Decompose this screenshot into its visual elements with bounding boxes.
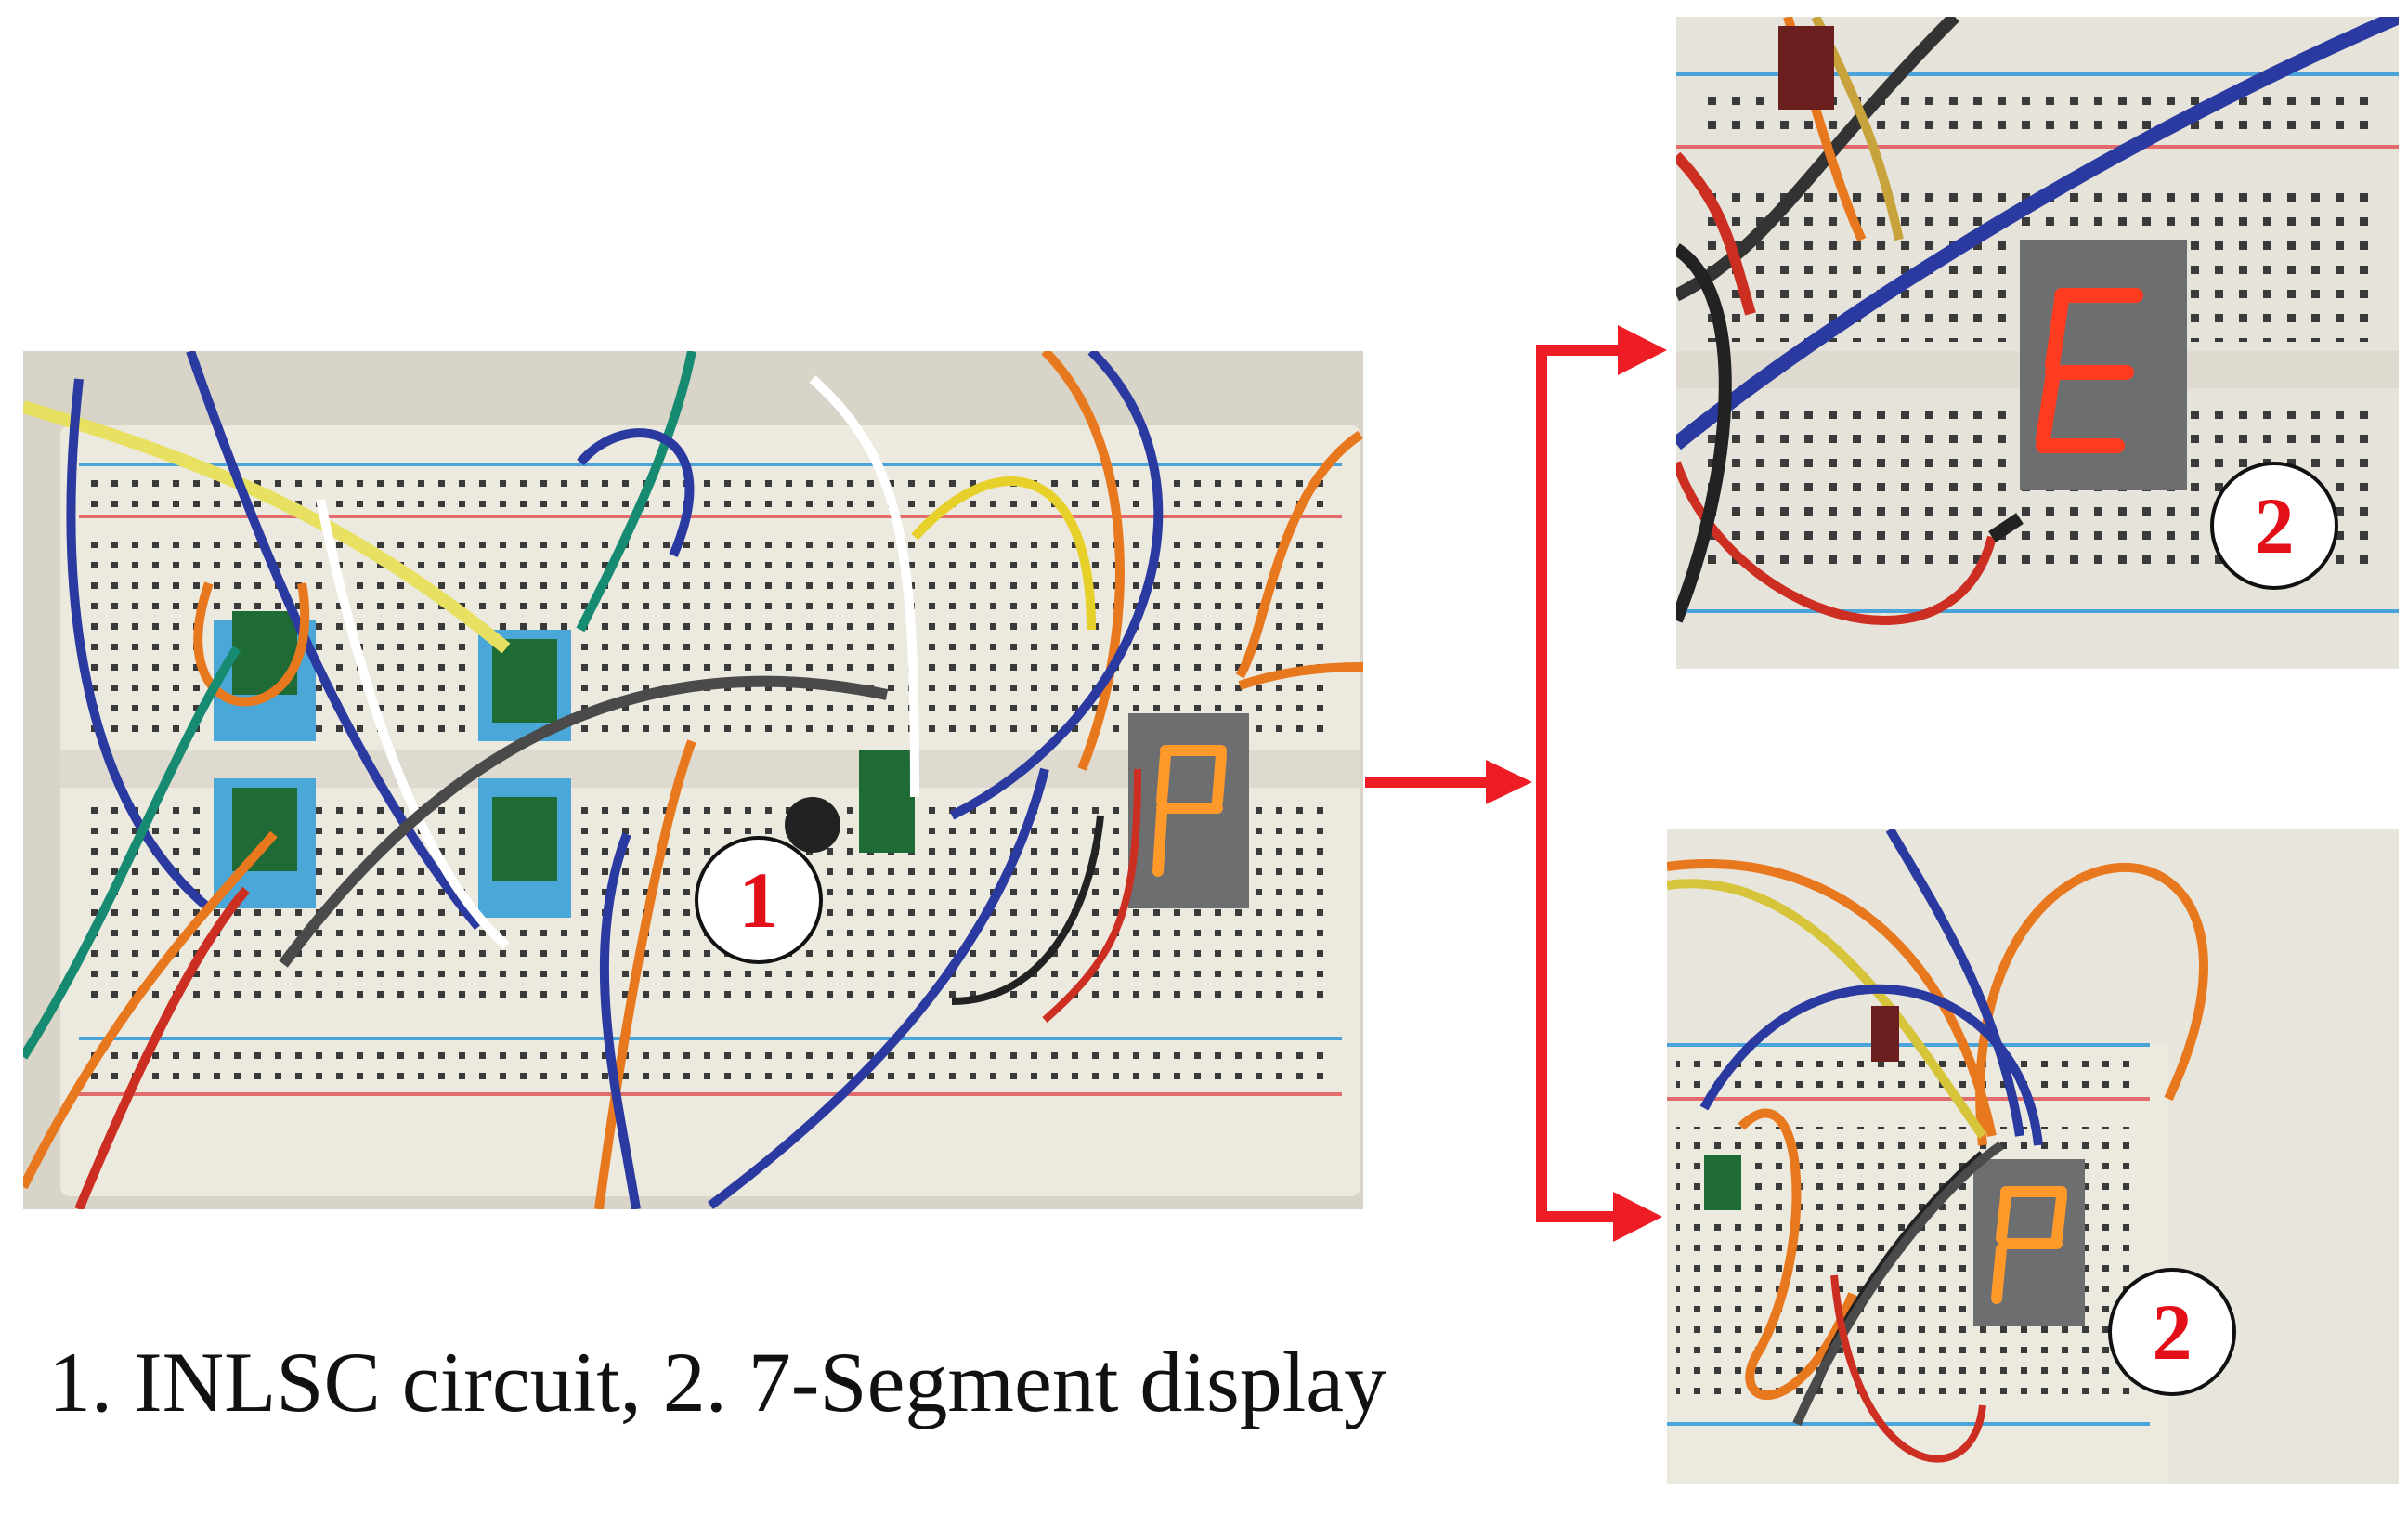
figure-caption: 1. INLSC circuit, 2. 7-Segment display [48,1335,1387,1429]
right-arrow-icon [1536,325,1667,375]
breadboard-illustration [23,351,1363,1209]
right-arrow-icon [1365,760,1532,804]
display-bottom-illustration [1667,829,2399,1484]
display-photo-bottom [1667,829,2399,1484]
circuit-photo [23,351,1363,1209]
right-arrow-icon [1536,1192,1662,1242]
label-badge-circuit: 1 [695,836,823,964]
label-badge-display-top: 2 [2210,462,2338,590]
label-badge-display-bottom: 2 [2108,1268,2236,1396]
